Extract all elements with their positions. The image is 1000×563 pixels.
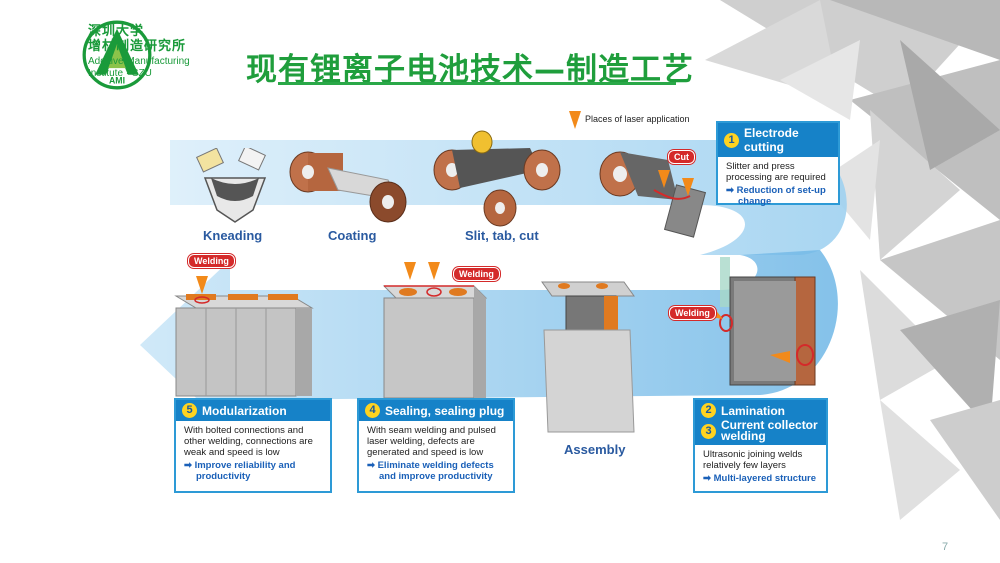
step5-header: 5 Modularization <box>176 400 330 421</box>
step23-improvement: ➡ Multi-layered structure <box>703 473 817 484</box>
logo-badge-text: AMI <box>109 75 125 85</box>
step2-number: 2 <box>701 403 716 418</box>
stage-assembly-label: Assembly <box>564 442 626 457</box>
modularization-illustration <box>174 276 314 397</box>
stage-kneading-label: Kneading <box>203 228 263 243</box>
step4-number: 4 <box>365 403 380 418</box>
step3-title-line1: Current collector <box>721 418 818 432</box>
logo-name-en-line1: Additive Manufacturing <box>88 56 190 67</box>
logo-name-cn-line2: 增材制造研究所 <box>88 39 187 54</box>
step5-desc-line3: weak and speed is low <box>184 447 280 458</box>
institute-logo: AMI <box>82 20 152 90</box>
logo-name-en-line2: Institute · SZU <box>88 68 152 79</box>
legend-label: Places of laser application <box>585 114 690 124</box>
step1-number: 1 <box>724 132 739 148</box>
step23-lamination-box: 2 Lamination 3 Current collector welding… <box>693 398 828 493</box>
stage-coating-label: Coating <box>328 228 377 243</box>
step4-improvement: ➡ Eliminate welding defects and improve … <box>359 460 513 486</box>
step5-desc-line2: other welding, connections are <box>184 436 313 447</box>
step3-title-line2: welding <box>721 429 766 443</box>
sealing-illustration <box>382 262 488 399</box>
step23-desc-line2: relatively few layers <box>703 460 786 471</box>
step1-desc-line1: Slitter and press <box>726 161 795 172</box>
step5-description: With bolted connections and other weldin… <box>176 421 330 460</box>
step5-imp-line1: ➡ Improve reliability and <box>184 460 296 471</box>
step4-description: With seam welding and pulsed laser weldi… <box>359 421 513 460</box>
step5-title: Modularization <box>202 403 287 418</box>
logo-name-cn-line1: 深圳大学 <box>88 24 145 39</box>
kneading-illustration <box>195 148 267 223</box>
slit-illustration <box>433 130 561 227</box>
step5-desc-line1: With bolted connections and <box>184 425 304 436</box>
step23-description: Ultrasonic joining welds relatively few … <box>695 445 826 473</box>
sealing-welding-tag: Welding <box>453 267 500 281</box>
step23-desc-line1: Ultrasonic joining welds <box>703 449 803 460</box>
step1-title: Electrode cutting <box>744 126 799 154</box>
step1-header: 1 Electrode cutting <box>718 123 838 157</box>
step2-title: Lamination <box>721 403 786 418</box>
step3-number: 3 <box>701 423 716 439</box>
logo-name-en: Additive Manufacturing Institute · SZU <box>88 56 190 80</box>
step1-description: Slitter and press processing are require… <box>718 157 838 185</box>
logo-name-cn: 深圳大学 增材制造研究所 <box>88 24 186 54</box>
page-number: 7 <box>942 541 949 553</box>
title-underline <box>278 82 676 85</box>
step4-header: 4 Sealing, sealing plug <box>359 400 513 421</box>
step1-electrode-cutting-box: 1 Electrode cutting Slitter and press pr… <box>716 121 840 207</box>
module-welding-tag: Welding <box>188 254 235 268</box>
step1-imp-line2: change <box>738 196 772 207</box>
step3-title: Current collector welding <box>721 418 818 443</box>
lamination-illustration <box>710 257 816 386</box>
step5-imp-line2: productivity <box>196 471 251 482</box>
step4-title: Sealing, sealing plug <box>385 403 505 418</box>
step4-desc-line1: With seam welding and pulsed <box>367 425 496 436</box>
step4-sealing-box: 4 Sealing, sealing plug With seam weldin… <box>357 398 515 493</box>
step4-imp-line2: and improve productivity <box>379 471 493 482</box>
lamination-welding-tag: Welding <box>669 306 716 320</box>
electrode-cutting-illustration <box>599 151 707 238</box>
cut-tag: Cut <box>668 150 695 164</box>
step4-imp-line1: ➡ Eliminate welding defects <box>367 460 494 471</box>
step5-improvement: ➡ Improve reliability and productivity <box>176 460 330 486</box>
step1-desc-line2: processing are required <box>726 172 826 183</box>
step5-modularization-box: 5 Modularization With bolted connections… <box>174 398 332 493</box>
assembly-illustration <box>541 281 635 433</box>
step4-desc-line3: generated and speed is low <box>367 447 484 458</box>
step2-header: 2 Lamination <box>695 400 826 419</box>
coating-illustration <box>289 151 407 223</box>
step4-desc-line2: laser welding, defects are <box>367 436 475 447</box>
step5-number: 5 <box>182 403 197 418</box>
step3-header: 3 Current collector welding <box>695 419 826 445</box>
step1-imp-line1: ➡ Reduction of set-up <box>726 185 826 196</box>
step1-improvement: ➡ Reduction of set-up change <box>718 185 838 211</box>
laser-marker-icon <box>569 111 581 129</box>
stage-slit-label: Slit, tab, cut <box>465 228 539 243</box>
